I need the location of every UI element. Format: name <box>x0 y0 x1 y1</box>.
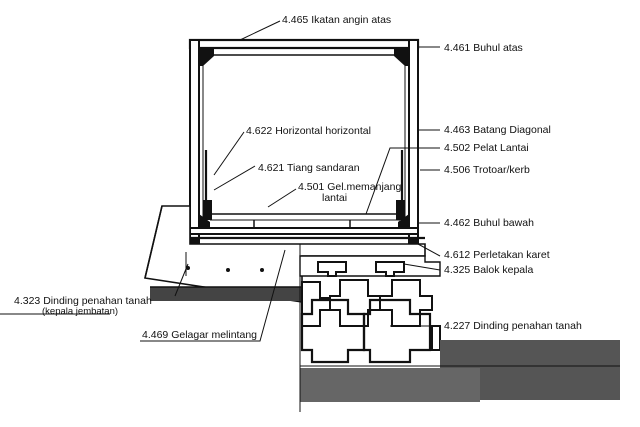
labels: 4.465 Ikatan angin atas 4.461 Buhul atas… <box>14 14 582 341</box>
leader <box>213 131 245 176</box>
right-bearing <box>410 238 419 245</box>
bottom-right-gusset <box>398 214 409 228</box>
stringer-right <box>344 220 356 229</box>
label-trotoar: 4.506 Trotoar/kerb <box>444 164 530 176</box>
label-perletakan-karet: 4.612 Perletakan karet <box>444 249 550 261</box>
bottom-left-gusset <box>199 214 210 228</box>
block <box>379 279 433 327</box>
label-pelat-lantai: 4.502 Pelat Lantai <box>444 142 529 154</box>
block <box>362 298 432 364</box>
left-curb <box>203 200 212 220</box>
rebar-dot <box>260 268 264 272</box>
retaining-wall-blocks <box>299 255 620 402</box>
truss-frame <box>180 38 425 245</box>
top-left-gusset <box>199 48 214 66</box>
leader <box>213 165 256 191</box>
block <box>375 261 405 277</box>
label-buhul-bawah: 4.462 Buhul bawah <box>444 217 534 229</box>
leader <box>267 188 297 208</box>
block <box>329 279 381 327</box>
label-buhul-atas: 4.461 Buhul atas <box>444 42 523 54</box>
right-post <box>408 39 419 244</box>
ground-hatch-base <box>300 368 480 402</box>
leader <box>365 147 440 215</box>
right-curb <box>396 200 405 220</box>
left-bearing <box>189 238 198 245</box>
top-right-gusset <box>394 48 409 66</box>
leader-lines <box>0 20 441 342</box>
label-gel-memanjang-lantai: lantai <box>322 192 347 204</box>
label-horizontal: 4.622 Horizontal horizontal <box>246 125 371 137</box>
label-ikatan-angin-atas: 4.465 Ikatan angin atas <box>282 14 391 26</box>
left-post <box>189 39 200 244</box>
label-gelagar-melintang: 4.469 Gelagar melintang <box>142 329 257 341</box>
ground-hatch-left <box>150 287 302 301</box>
label-tiang-sandaran: 4.621 Tiang sandaran <box>258 162 360 174</box>
block <box>300 298 366 364</box>
block <box>317 261 347 277</box>
stringer-left <box>248 220 260 229</box>
block <box>301 281 331 327</box>
leader <box>417 243 441 257</box>
leader <box>140 249 286 342</box>
leader <box>174 263 189 297</box>
abutment-slope <box>144 205 163 279</box>
label-kepala-jembatan: (kepala jembatan) <box>42 306 118 317</box>
label-dinding-penahan-tanah: 4.227 Dinding penahan tanah <box>444 320 582 332</box>
label-balok-kepala: 4.325 Balok kepala <box>444 264 533 276</box>
bottom-chord <box>189 227 419 235</box>
label-batang-diagonal: 4.463 Batang Diagonal <box>444 124 551 136</box>
block <box>431 325 441 351</box>
label-gel-memanjang: 4.501 Gel.memanjang <box>298 181 401 193</box>
top-chord <box>188 38 420 50</box>
leader <box>239 20 281 41</box>
label-dinding-penahan-tanah-kepala: 4.323 Dinding penahan tanah <box>14 295 152 307</box>
leader <box>403 263 441 271</box>
rebar-dot <box>226 268 230 272</box>
